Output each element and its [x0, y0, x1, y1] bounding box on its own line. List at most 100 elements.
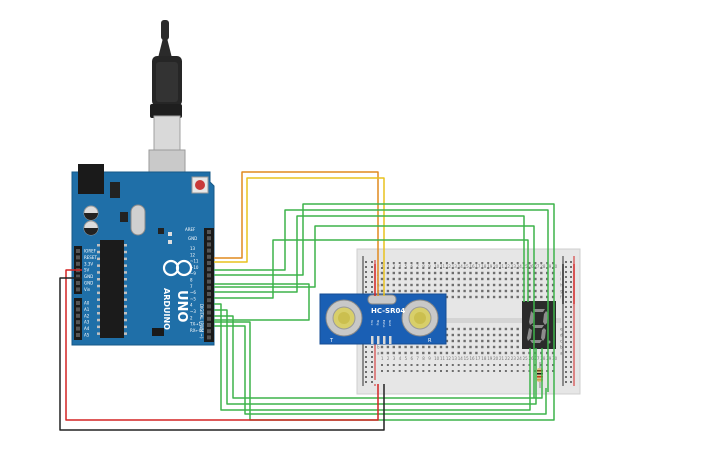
rail-hole[interactable] — [371, 361, 373, 363]
rail-hole[interactable] — [451, 267, 454, 269]
breadboard-hole[interactable] — [504, 283, 508, 287]
rail-hole[interactable] — [381, 262, 383, 264]
rail-hole[interactable] — [451, 370, 454, 372]
breadboard-hole[interactable] — [463, 327, 466, 331]
breadboard-hole[interactable] — [386, 277, 390, 281]
breadboard-hole[interactable] — [475, 327, 478, 331]
breadboard-hole[interactable] — [498, 277, 502, 281]
breadboard-hole[interactable] — [463, 339, 466, 343]
breadboard-hole[interactable] — [475, 333, 478, 337]
breadboard-hole[interactable] — [504, 339, 508, 343]
rail-hole[interactable] — [565, 266, 567, 268]
rail-hole[interactable] — [398, 364, 401, 366]
breadboard-hole[interactable] — [551, 277, 555, 281]
rail-hole[interactable] — [565, 316, 567, 318]
breadboard-hole[interactable] — [469, 327, 472, 331]
breadboard-hole[interactable] — [422, 277, 425, 281]
rail-hole[interactable] — [428, 364, 431, 366]
breadboard-hole[interactable] — [428, 283, 431, 287]
breadboard-hole[interactable] — [380, 277, 384, 281]
breadboard-hole[interactable] — [492, 327, 496, 331]
rail-hole[interactable] — [493, 370, 496, 372]
rail-hole[interactable] — [371, 271, 373, 273]
breadboard-hole[interactable] — [481, 295, 484, 299]
rail-hole[interactable] — [445, 370, 448, 372]
rail-hole[interactable] — [570, 331, 572, 333]
breadboard-hole[interactable] — [540, 277, 543, 281]
rail-hole[interactable] — [365, 351, 367, 353]
breadboard-hole[interactable] — [386, 283, 390, 287]
breadboard-hole[interactable] — [516, 333, 519, 337]
breadboard-hole[interactable] — [540, 289, 543, 293]
rail-hole[interactable] — [516, 262, 519, 264]
breadboard-hole[interactable] — [475, 295, 478, 299]
breadboard-hole[interactable] — [475, 339, 478, 343]
rail-hole[interactable] — [428, 370, 431, 372]
rail-hole[interactable] — [504, 267, 507, 269]
breadboard-hole[interactable] — [516, 339, 519, 343]
breadboard-hole[interactable] — [451, 289, 454, 293]
breadboard-hole[interactable] — [546, 277, 549, 281]
breadboard-hole[interactable] — [439, 271, 443, 275]
breadboard-hole[interactable] — [445, 289, 449, 293]
rail-hole[interactable] — [422, 267, 425, 269]
rail-hole[interactable] — [371, 381, 373, 383]
rail-hole[interactable] — [410, 267, 413, 269]
rail-hole[interactable] — [365, 266, 367, 268]
sensor-pin[interactable] — [383, 336, 386, 344]
rail-hole[interactable] — [457, 364, 460, 366]
rail-hole[interactable] — [510, 364, 513, 366]
rail-hole[interactable] — [504, 364, 507, 366]
breadboard-hole[interactable] — [487, 283, 490, 287]
breadboard-hole[interactable] — [457, 277, 460, 281]
rail-hole[interactable] — [570, 336, 572, 338]
rail-hole[interactable] — [481, 262, 484, 264]
breadboard-hole[interactable] — [404, 271, 407, 275]
breadboard-hole[interactable] — [386, 351, 390, 355]
breadboard-hole[interactable] — [510, 327, 513, 331]
breadboard-hole[interactable] — [416, 271, 419, 275]
breadboard-hole[interactable] — [398, 289, 401, 293]
digital-pin-hole[interactable] — [207, 279, 211, 284]
breadboard-hole[interactable] — [463, 289, 466, 293]
rail-hole[interactable] — [570, 356, 572, 358]
rail-hole[interactable] — [565, 371, 567, 373]
digital-pin-hole[interactable] — [207, 304, 211, 309]
rail-hole[interactable] — [540, 262, 543, 264]
breadboard-hole[interactable] — [457, 339, 460, 343]
rail-hole[interactable] — [565, 296, 567, 298]
breadboard-hole[interactable] — [451, 277, 454, 281]
breadboard-hole[interactable] — [457, 289, 460, 293]
rail-hole[interactable] — [565, 321, 567, 323]
breadboard-hole[interactable] — [534, 283, 537, 287]
breadboard-hole[interactable] — [551, 295, 555, 299]
rail-hole[interactable] — [528, 267, 531, 269]
breadboard-hole[interactable] — [404, 283, 407, 287]
rail-hole[interactable] — [475, 262, 478, 264]
sensor-pin[interactable] — [389, 336, 392, 344]
digital-pin-hole[interactable] — [207, 273, 211, 278]
breadboard-hole[interactable] — [475, 283, 478, 287]
rail-hole[interactable] — [365, 271, 367, 273]
breadboard-hole[interactable] — [510, 283, 513, 287]
breadboard-hole[interactable] — [528, 277, 531, 281]
breadboard-hole[interactable] — [498, 351, 502, 355]
breadboard-hole[interactable] — [487, 327, 490, 331]
wire-yellow[interactable] — [214, 177, 385, 296]
breadboard-hole[interactable] — [492, 295, 496, 299]
rail-hole[interactable] — [570, 326, 572, 328]
rail-hole[interactable] — [570, 381, 572, 383]
breadboard-hole[interactable] — [481, 351, 484, 355]
rail-hole[interactable] — [552, 370, 555, 372]
power-pin-hole[interactable] — [76, 287, 80, 292]
breadboard-hole[interactable] — [510, 289, 513, 293]
breadboard-hole[interactable] — [428, 289, 431, 293]
breadboard-hole[interactable] — [445, 271, 449, 275]
breadboard-hole[interactable] — [492, 339, 496, 343]
rail-hole[interactable] — [516, 364, 519, 366]
breadboard-hole[interactable] — [504, 271, 508, 275]
digital-pin-hole[interactable] — [207, 310, 211, 315]
rail-hole[interactable] — [440, 262, 442, 264]
breadboard-hole[interactable] — [463, 277, 466, 281]
